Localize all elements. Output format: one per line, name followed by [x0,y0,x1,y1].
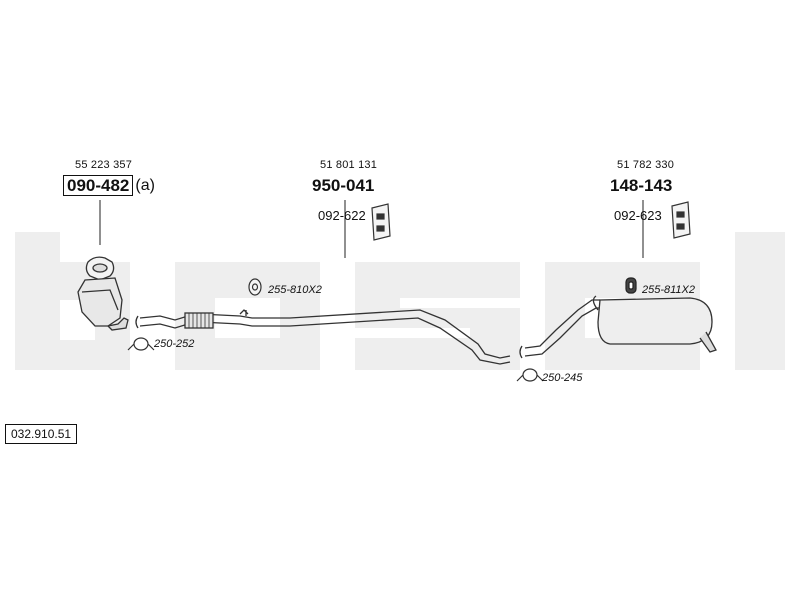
fitting-label-255-810: 255-810X2 [268,284,322,296]
clamp-250-245 [516,368,544,382]
oem-number-pipe: 51 801 131 [320,159,378,171]
bracket-number-pipe: 092-622 [318,208,366,223]
rubber-hanger-255-810 [248,278,262,296]
part-number-muffler: 148-143 [610,176,673,195]
part-suffix-cat: (a) [135,176,155,194]
catalytic-converter [77,256,129,331]
rubber-hanger-255-811 [625,277,637,294]
rear-muffler [519,295,717,359]
part-number-cat: 090-482 [63,175,134,196]
fitting-label-250-252: 250-252 [154,338,195,350]
oem-number-muffler: 51 782 330 [617,159,675,171]
clamp-250-252 [127,337,155,351]
part-number-pipe: 950-041 [312,176,375,195]
bracket-092-622 [371,203,391,241]
part-label-cat: 090-482 (a) [63,175,155,196]
fitting-label-250-245: 250-245 [542,372,583,384]
fitting-label-255-811: 255-811X2 [642,284,696,296]
front-pipe [135,309,511,365]
bracket-092-623 [671,201,691,239]
bracket-number-muffler: 092-623 [614,208,662,223]
document-number: 032.910.51 [5,424,78,444]
oem-number-cat: 55 223 357 [75,159,133,171]
